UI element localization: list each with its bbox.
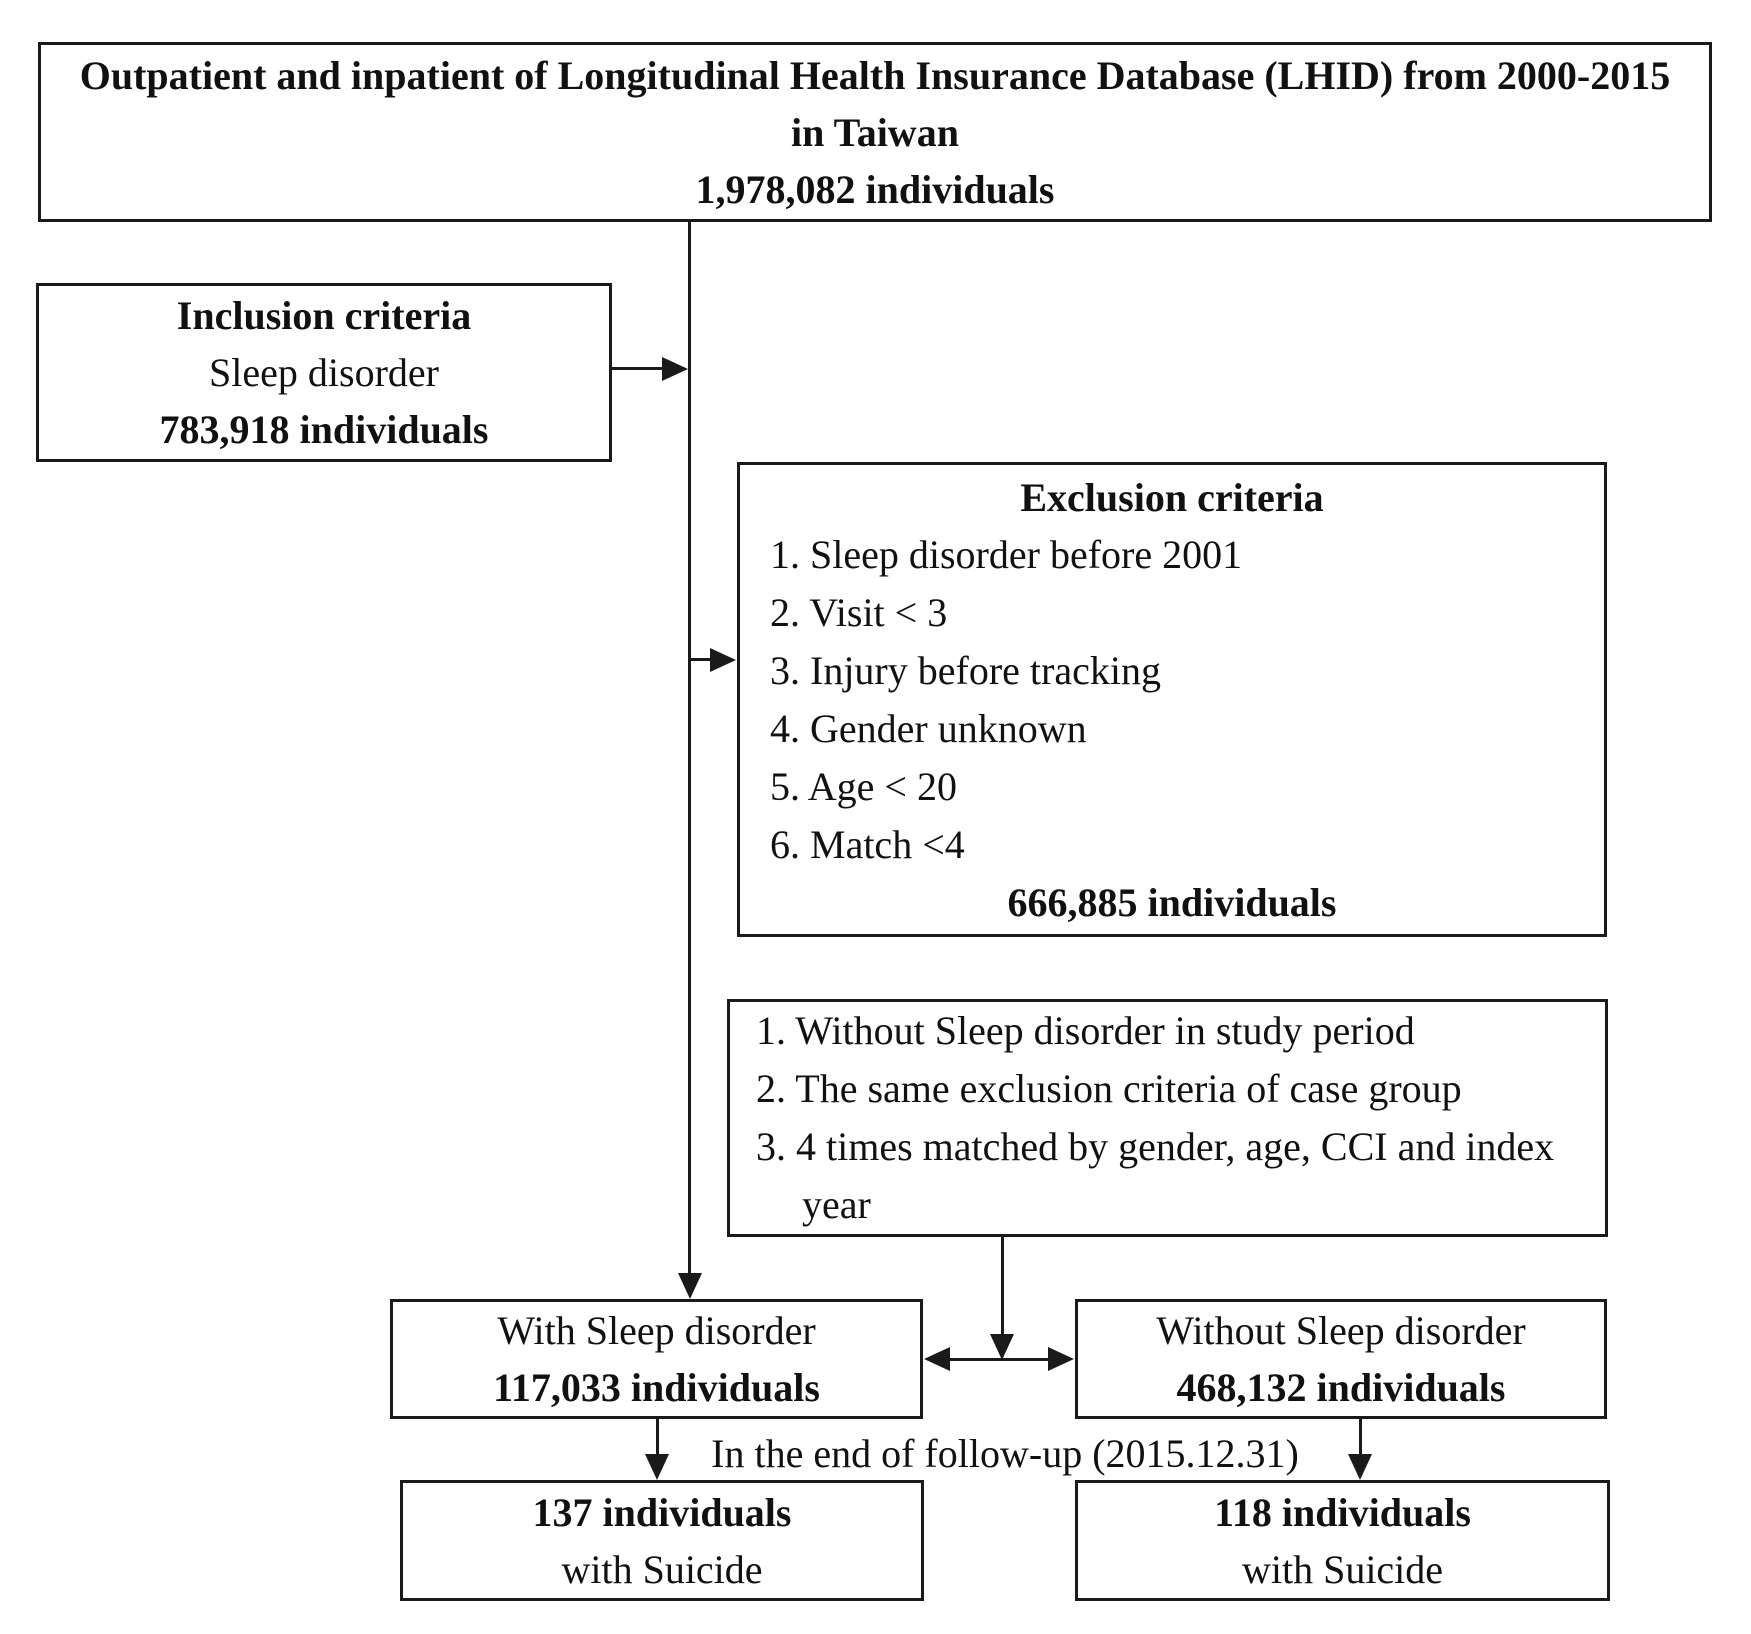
matching-item: 3. 4 times matched by gender, age, CCI a…	[756, 1124, 1555, 1227]
control-suicide-outcome-box: 118 individuals with Suicide	[1075, 1480, 1610, 1601]
case-group-count: 117,033 individuals	[493, 1365, 820, 1410]
source-population-box: Outpatient and inpatient of Longitudinal…	[38, 42, 1712, 222]
case-suicide-count: 137 individuals	[532, 1489, 792, 1535]
case-control-link-line	[946, 1358, 1052, 1361]
exclusion-criteria-count: 666,885 individuals	[1007, 879, 1337, 925]
arrowhead-down-into-case-box	[678, 1273, 702, 1299]
arrowhead-left-into-case	[924, 1347, 950, 1371]
case-suicide-label: with Suicide	[561, 1546, 763, 1592]
matching-connector-line	[1001, 1237, 1004, 1337]
arrowhead-right-inclusion	[662, 357, 688, 381]
inclusion-criteria-subtitle: Sleep disorder	[209, 350, 439, 395]
inclusion-connector-line	[612, 367, 666, 370]
main-flow-line	[688, 222, 691, 1275]
exclusion-criteria-title: Exclusion criteria	[1020, 474, 1324, 520]
source-population-line1: Outpatient and inpatient of Longitudinal…	[79, 52, 1671, 98]
inclusion-criteria-title: Inclusion criteria	[176, 293, 472, 338]
source-population-count: 1,978,082 individuals	[695, 166, 1055, 212]
without-sleep-disorder-box: Without Sleep disorder 468,132 individua…	[1075, 1299, 1607, 1419]
control-group-count: 468,132 individuals	[1176, 1365, 1506, 1410]
arrowhead-down-case-outcome	[645, 1454, 669, 1480]
arrowhead-right-exclusion	[710, 648, 736, 672]
inclusion-criteria-count: 783,918 individuals	[159, 407, 489, 452]
arrowhead-right-into-control	[1048, 1347, 1074, 1371]
case-outcome-line	[656, 1419, 659, 1457]
exclusion-item: 2. Visit < 3	[770, 589, 948, 635]
control-outcome-line	[1359, 1419, 1362, 1457]
exclusion-criteria-box: Exclusion criteria 1. Sleep disorder bef…	[737, 462, 1607, 937]
exclusion-item: 4. Gender unknown	[770, 705, 1087, 751]
control-suicide-label: with Suicide	[1241, 1546, 1444, 1592]
control-group-label: Without Sleep disorder	[1156, 1308, 1526, 1353]
case-suicide-outcome-box: 137 individuals with Suicide	[400, 1480, 924, 1601]
exclusion-item: 5. Age < 20	[770, 763, 957, 809]
exclusion-item: 6. Match <4	[770, 821, 965, 867]
arrowhead-down-control-outcome	[1348, 1454, 1372, 1480]
control-suicide-count: 118 individuals	[1214, 1489, 1471, 1535]
matching-criteria-box: 1. Without Sleep disorder in study perio…	[727, 999, 1608, 1237]
followup-label: In the end of follow-up (2015.12.31)	[711, 1431, 1299, 1476]
exclusion-item: 3. Injury before tracking	[770, 647, 1161, 693]
exclusion-connector-line	[690, 658, 712, 661]
inclusion-criteria-box: Inclusion criteria Sleep disorder 783,91…	[36, 283, 612, 462]
matching-item: 2. The same exclusion criteria of case g…	[756, 1066, 1462, 1111]
source-population-line2: in Taiwan	[791, 109, 959, 155]
exclusion-item: 1. Sleep disorder before 2001	[770, 531, 1243, 577]
case-group-label: With Sleep disorder	[497, 1308, 816, 1353]
arrowhead-down-matching	[990, 1334, 1014, 1360]
with-sleep-disorder-box: With Sleep disorder 117,033 individuals	[390, 1299, 923, 1419]
matching-item: 1. Without Sleep disorder in study perio…	[756, 1008, 1415, 1053]
